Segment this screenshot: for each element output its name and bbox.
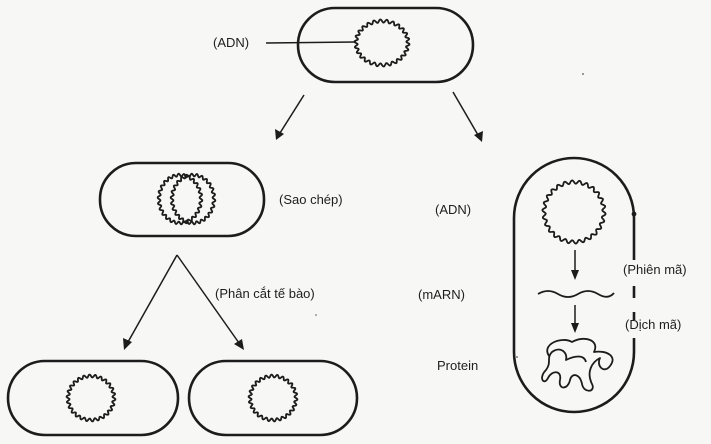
daughter-cell-left <box>6 359 180 437</box>
arrow-translation-head <box>571 323 579 333</box>
replicated-dna-circle-1 <box>156 172 204 226</box>
daughter-dna-circle-right <box>247 373 299 423</box>
arrow-transcription-head <box>571 270 579 280</box>
mrna-strand <box>537 290 615 298</box>
parent-cell <box>296 6 475 84</box>
arrow-to-daughter-left <box>127 254 178 343</box>
arrow-to-daughter-right-head <box>234 339 244 350</box>
arrow-to-expression-head <box>474 131 483 142</box>
replicating-cell <box>98 161 266 238</box>
speck <box>315 314 317 316</box>
label-cell-division: (Phân cắt tế bào) <box>215 286 315 301</box>
expression-dna-circle <box>541 179 607 245</box>
speck <box>516 356 518 358</box>
label-protein: Protein <box>437 358 479 373</box>
replicated-dna-circle-2 <box>169 172 217 226</box>
arrow-to-expression <box>452 91 479 136</box>
speck <box>582 73 584 75</box>
label-replication: (Sao chép) <box>279 192 343 207</box>
expression-cell-membrane <box>512 156 636 414</box>
arrow-to-replication <box>279 94 305 134</box>
daughter-dna-circle-left <box>65 373 117 423</box>
label-transcription: (Phiên mã) <box>623 262 687 277</box>
arrow-to-daughter-left-head <box>123 338 132 350</box>
membrane-dot <box>631 211 637 217</box>
label-marn: (mARN) <box>418 287 465 302</box>
protein-chain <box>541 338 614 392</box>
arrow-to-replication-head <box>275 129 284 140</box>
arrow-to-daughter-right <box>176 254 240 344</box>
parent-dna-circle <box>353 18 411 68</box>
label-adn-top: (ADN) <box>213 35 250 50</box>
label-translation: (Dịch mã) <box>625 317 682 332</box>
daughter-cell-right <box>187 359 359 437</box>
adn-pointer-line <box>265 41 357 44</box>
label-adn-right: (ADN) <box>435 202 472 217</box>
